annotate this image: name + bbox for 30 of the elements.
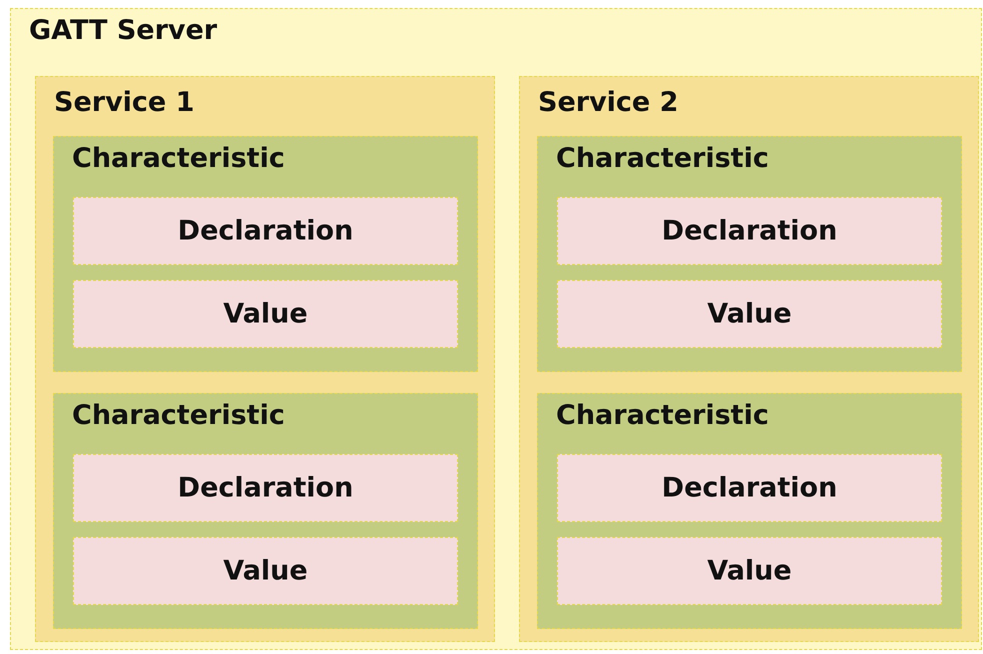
box-heading: Characteristic bbox=[556, 400, 769, 431]
box-heading: GATT Server bbox=[29, 15, 218, 46]
characteristic-box bbox=[53, 136, 478, 372]
box-label: Value bbox=[706, 556, 793, 586]
box-label: Declaration bbox=[660, 216, 838, 246]
box-label: Value bbox=[222, 556, 309, 586]
attribute-box bbox=[73, 454, 458, 522]
box-label: Declaration bbox=[176, 472, 354, 504]
box-heading: Service 1 bbox=[54, 87, 194, 118]
server-box bbox=[10, 8, 982, 650]
box-heading: Characteristic bbox=[72, 400, 285, 431]
characteristic-box bbox=[537, 393, 962, 629]
box-label: Declaration bbox=[660, 472, 838, 504]
box-label: Value bbox=[222, 298, 309, 330]
attribute-box bbox=[557, 454, 942, 522]
attribute-box bbox=[557, 280, 942, 348]
attribute-box bbox=[73, 197, 458, 265]
service-box bbox=[519, 76, 979, 642]
attribute-box bbox=[557, 537, 942, 605]
attribute-box bbox=[73, 537, 458, 605]
box-heading: Characteristic bbox=[556, 143, 769, 174]
attribute-box bbox=[557, 197, 942, 265]
characteristic-box bbox=[537, 136, 962, 372]
service-box bbox=[35, 76, 495, 642]
box-label: Declaration bbox=[176, 216, 354, 246]
box-heading: Service 2 bbox=[538, 87, 678, 118]
attribute-box bbox=[73, 280, 458, 348]
characteristic-box bbox=[53, 393, 478, 629]
box-label: Value bbox=[706, 298, 793, 330]
box-heading: Characteristic bbox=[72, 143, 285, 174]
